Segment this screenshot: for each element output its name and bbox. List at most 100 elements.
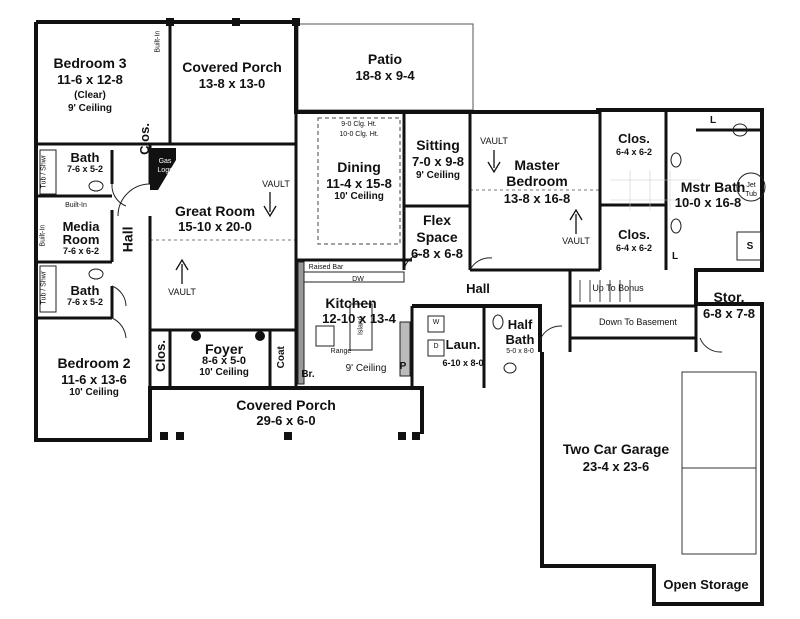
tile-grid-mstr-bath — [610, 170, 700, 210]
built-in-bedroom3: Built-In — [154, 30, 162, 53]
up-to-bonus: Up To Bonus — [592, 283, 644, 293]
half-bath-name-2: Bath — [505, 332, 535, 347]
patio-dims: 18-8 x 9-4 — [355, 68, 415, 83]
tub-shwr-upper: Tub / Shwr — [40, 154, 48, 189]
master-bedroom-dims: 13-8 x 16-8 — [503, 191, 571, 206]
pantry-label: P — [399, 361, 407, 372]
interior-dashed-lines — [150, 189, 600, 241]
vault-label-great-room: VAULT — [262, 179, 290, 189]
flex-space-dims: 6-8 x 6-8 — [410, 246, 464, 261]
exterior-walls — [34, 20, 764, 606]
bath-lower-name: Bath — [70, 283, 100, 298]
down-to-basement: Down To Basement — [599, 317, 677, 327]
linen-label-bottom: L — [671, 251, 679, 262]
bedroom2-ceiling: 10' Ceiling — [69, 387, 119, 398]
bath-fixtures — [39, 123, 766, 374]
shower-label: S — [746, 241, 754, 252]
covered-porch-bottom-name: Covered Porch — [236, 397, 336, 413]
fireplace — [150, 148, 176, 190]
dining-clg-ht-2: 10-0 Clg. Ht. — [339, 131, 379, 138]
bath-upper-dims: 7-6 x 5-2 — [66, 164, 104, 174]
kitchen-name: Kitchen — [325, 295, 377, 311]
dining-ceiling: 10' Ceiling — [334, 191, 384, 202]
bedroom2-name: Bedroom 2 — [57, 355, 131, 371]
clos-bedroom3: Clos. — [137, 123, 153, 155]
foyer-name: Foyer — [204, 341, 244, 357]
interior-walls — [36, 22, 762, 440]
half-bath-name-1: Half — [507, 317, 533, 332]
washer-label: W — [432, 319, 440, 326]
master-bedroom-name-1: Master — [514, 157, 560, 173]
jet-tub-label-2: Tub — [745, 191, 757, 198]
mstr-bath-name: Mstr Bath — [680, 179, 746, 195]
bedroom3-name: Bedroom 3 — [53, 55, 127, 71]
bedroom3-dims: 11-6 x 12-8 — [57, 72, 123, 87]
door-swings — [111, 183, 723, 353]
vault-label-master: VAULT — [480, 136, 508, 146]
porch-columns — [160, 18, 420, 440]
vault-label-master-bottom: VAULT — [562, 236, 590, 246]
stor-dims: 6-8 x 7-8 — [702, 306, 756, 321]
vault-label-great-room-bottom: VAULT — [168, 287, 196, 297]
sitting-name: Sitting — [416, 137, 460, 153]
great-room-dims: 15-10 x 20-0 — [178, 219, 252, 234]
bath-upper-name: Bath — [70, 150, 100, 165]
open-storage-name: Open Storage — [663, 577, 749, 592]
foyer-dims: 8-6 x 5-0 — [201, 355, 247, 367]
broom-label: Br. — [301, 369, 315, 380]
stairs — [579, 280, 631, 302]
media-room-name-1: Media — [62, 219, 100, 234]
hall-center-label: Hall — [466, 281, 490, 296]
garage-dims: 23-4 x 23-6 — [582, 459, 650, 474]
patio-name: Patio — [367, 51, 403, 67]
covered-porch-bottom-dims: 29-6 x 6-0 — [256, 413, 316, 428]
hall-left-label: Hall — [119, 226, 136, 253]
clos-master-top-name: Clos. — [618, 131, 650, 146]
bedroom2-dims: 11-6 x 13-6 — [61, 372, 127, 387]
coat-closet-label: Coat — [275, 346, 287, 369]
clos-master-bottom-name: Clos. — [618, 227, 650, 242]
laun-name: Laun. — [445, 337, 481, 352]
garage-name: Two Car Garage — [562, 441, 670, 457]
sitting-dims: 7-0 x 9-8 — [411, 154, 465, 169]
media-room-name-2: Room — [62, 232, 100, 247]
linen-label-top: L — [709, 115, 717, 126]
sitting-ceiling: 9' Ceiling — [415, 170, 461, 181]
built-in-media: Built-In — [65, 202, 87, 209]
clos-master-bottom-dims: 6-4 x 6-2 — [615, 243, 653, 253]
laun-dims: 6-10 x 8-0 — [442, 358, 484, 368]
tub-shwr-lower: Tub / Shwr — [40, 270, 48, 305]
island-label: Island — [357, 316, 365, 336]
half-bath-dims: 5-0 x 8-0 — [506, 348, 534, 355]
jet-tub-label-1: Jet — [746, 182, 756, 189]
flex-space-name-2: Space — [416, 229, 458, 245]
dryer-label: D — [433, 343, 439, 350]
vault-arrows — [175, 150, 583, 284]
laundry-fixtures — [427, 315, 445, 357]
dw-label: DW — [352, 276, 364, 283]
flex-space-name-1: Flex — [422, 212, 451, 228]
kitchen-fixtures — [297, 261, 411, 385]
dining-dashed-outline — [317, 117, 401, 245]
master-bedroom-name-2: Bedroom — [506, 173, 568, 189]
great-room-name: Great Room — [174, 203, 256, 219]
garage-door-panels — [681, 371, 757, 555]
dining-name: Dining — [337, 159, 381, 175]
clos-foyer: Clos. — [153, 340, 169, 372]
range-label: Range — [330, 348, 352, 355]
foyer-ceiling: 10' Ceiling — [199, 367, 249, 378]
gas-logs-label-1: Gas — [158, 158, 172, 165]
media-room-dims: 7-6 x 6-2 — [62, 246, 100, 256]
built-in-media-side: Built-In — [39, 224, 47, 247]
stor-name: Stor. — [713, 289, 745, 305]
bedroom3-ceiling: 9' Ceiling — [67, 103, 113, 114]
covered-porch-top-dims: 13-8 x 13-0 — [198, 76, 266, 91]
covered-porch-top-name: Covered Porch — [182, 59, 282, 75]
dining-dims: 11-4 x 15-8 — [326, 176, 392, 191]
kitchen-ceiling: 9' Ceiling — [345, 363, 387, 374]
raised-bar-label: Raised Bar — [308, 264, 344, 271]
bedroom3-note-clear: (Clear) — [74, 90, 106, 101]
clos-master-top-dims: 6-4 x 6-2 — [615, 147, 653, 157]
dining-clg-ht-1: 9-0 Clg. Ht. — [341, 121, 377, 128]
